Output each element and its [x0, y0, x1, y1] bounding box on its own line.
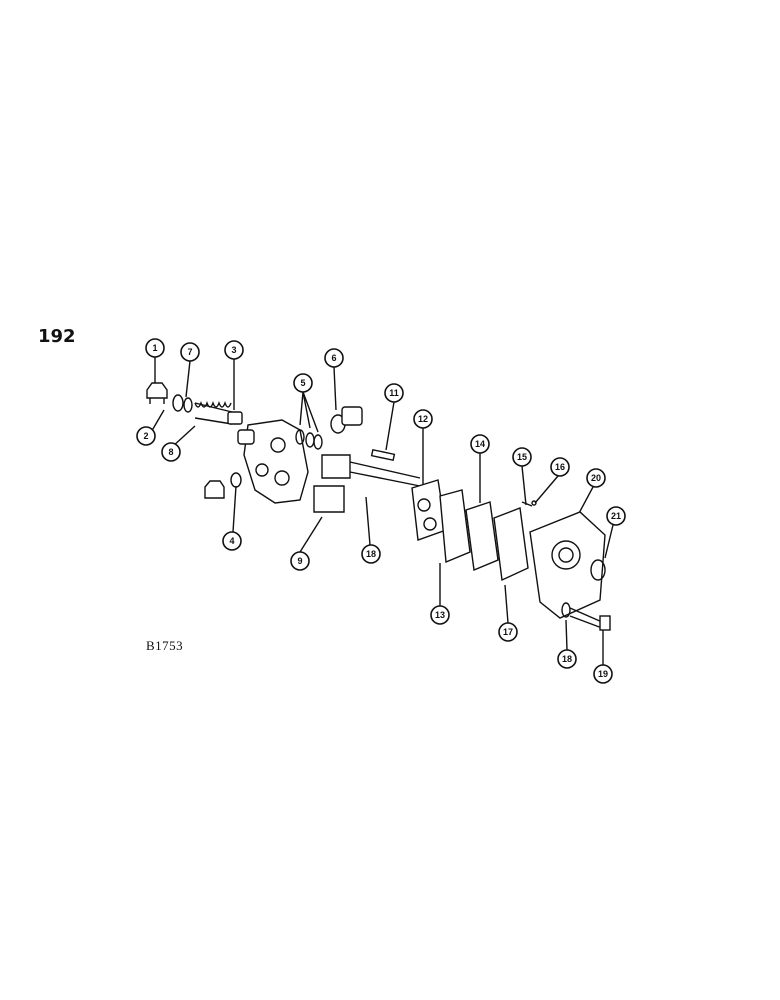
part-ball-16 [531, 500, 537, 506]
callout-15: 15 [512, 447, 532, 467]
callout-20: 20 [586, 468, 606, 488]
part-cover-20 [529, 511, 606, 619]
svg-text:5: 5 [300, 378, 305, 388]
callout-8: 8 [161, 442, 181, 462]
svg-text:12: 12 [418, 414, 428, 424]
svg-text:17: 17 [503, 627, 513, 637]
part-key-11 [370, 448, 396, 462]
part-washer-18 [561, 602, 571, 618]
callouts: 1 7 3 6 5 11 2 8 12 14 15 16 20 21 4 9 1… [136, 338, 626, 684]
callout-1: 1 [145, 338, 165, 358]
callout-14: 14 [470, 434, 490, 454]
part-fitting-6 [330, 406, 363, 434]
callout-13: 13 [430, 605, 450, 625]
part-washer-4 [230, 472, 242, 488]
callout-11: 11 [384, 383, 404, 403]
svg-text:13: 13 [435, 610, 445, 620]
svg-text:16: 16 [555, 462, 565, 472]
callout-7: 7 [180, 342, 200, 362]
part-spring-8 [194, 401, 233, 425]
callout-18-shaft: 18 [361, 544, 381, 564]
svg-text:14: 14 [475, 439, 485, 449]
callout-2: 2 [136, 426, 156, 446]
svg-text:18: 18 [366, 549, 376, 559]
part-plate-14 [465, 501, 499, 571]
callout-21: 21 [606, 506, 626, 526]
part-plate-17 [493, 507, 529, 582]
part-pump-body [237, 419, 309, 504]
part-washer-2 [172, 394, 184, 412]
callout-18-washer: 18 [557, 649, 577, 669]
callout-3: 3 [224, 340, 244, 360]
callout-9: 9 [290, 551, 310, 571]
svg-text:4: 4 [229, 536, 234, 546]
svg-text:3: 3 [231, 345, 236, 355]
svg-text:11: 11 [389, 388, 399, 398]
svg-text:1: 1 [152, 343, 157, 353]
page-number: 192 [38, 326, 76, 347]
part-bolt-19 [569, 607, 611, 631]
part-washer-7 [183, 397, 193, 413]
svg-text:19: 19 [598, 669, 608, 679]
callout-19: 19 [593, 664, 613, 684]
svg-text:18: 18 [562, 654, 572, 664]
callout-5: 5 [293, 373, 313, 393]
svg-text:9: 9 [297, 556, 302, 566]
figure-code: B1753 [146, 638, 184, 653]
part-shaft-gear-10 [321, 454, 421, 487]
svg-text:8: 8 [168, 447, 173, 457]
svg-text:2: 2 [143, 431, 148, 441]
callout-12: 12 [413, 409, 433, 429]
callout-17: 17 [498, 622, 518, 642]
part-plate-13 [439, 489, 471, 564]
part-seal-21 [590, 559, 606, 581]
svg-text:15: 15 [517, 452, 527, 462]
svg-text:7: 7 [187, 347, 192, 357]
part-orings-5 [295, 429, 323, 450]
svg-text:21: 21 [611, 511, 621, 521]
part-plug [204, 480, 225, 499]
part-bolt-1 [146, 382, 168, 404]
part-gear-9 [313, 485, 345, 513]
callout-16: 16 [550, 457, 570, 477]
part-valve-3 [227, 411, 243, 425]
callout-4: 4 [222, 531, 242, 551]
part-spring-15 [521, 501, 533, 507]
svg-text:6: 6 [331, 353, 336, 363]
callout-6: 6 [324, 348, 344, 368]
svg-text:20: 20 [591, 473, 601, 483]
